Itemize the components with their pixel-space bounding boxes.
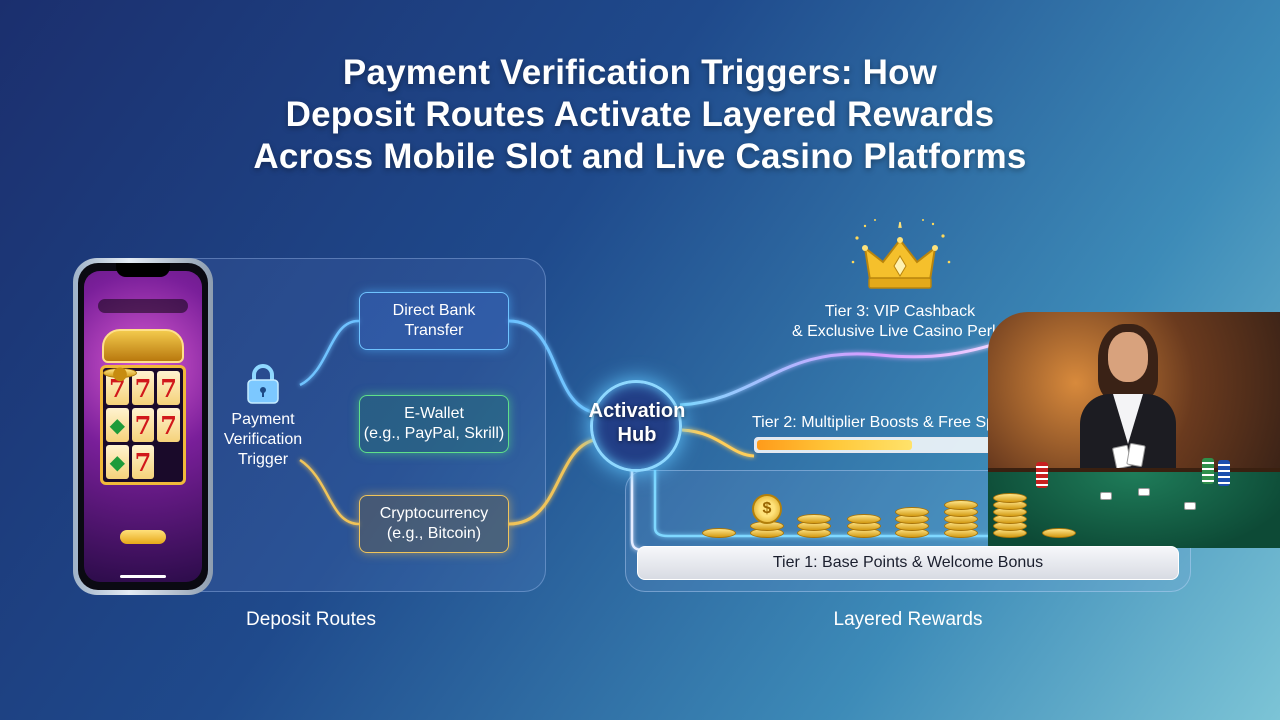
chip-stack [1218, 460, 1230, 486]
activation-hub-label: Activation Hub [570, 399, 704, 447]
mobile-slot-phone: 7 7 7 ◆ 7 ● 7 ◆ 7 [73, 258, 213, 595]
tier-2-label: Tier 2: Multiplier Boosts & Free Spins [752, 414, 1016, 431]
dollar-coin-icon: $ [752, 494, 782, 524]
trigger-line-1: Payment [231, 411, 295, 428]
tier-3-line-2: & Exclusive Live Casino Perks [791, 323, 1009, 340]
spin-button [120, 530, 166, 544]
flow-hub-to-tier2 [681, 428, 755, 458]
slot-reels: 7 7 7 ◆ 7 ● 7 ◆ 7 [100, 363, 186, 485]
lock-icon [247, 364, 279, 404]
route-ewallet-line-2: (e.g., PayPal, Skrill) [363, 425, 505, 442]
route-crypto-line-1: Cryptocurrency [379, 505, 489, 522]
playing-card [1100, 492, 1112, 500]
coin [847, 514, 881, 524]
reel-symbol-gem: ◆ [106, 408, 129, 442]
payment-verification-trigger-label: Payment Verification Trigger [208, 410, 318, 470]
live-casino-scene [988, 312, 1280, 548]
tier-2-progress-fill [757, 440, 912, 450]
title-line-2: Deposit Routes Activate Layered Rewards [285, 95, 995, 134]
trigger-line-3: Trigger [237, 451, 289, 468]
route-cryptocurrency: Cryptocurrency (e.g., Bitcoin) [359, 495, 509, 553]
hub-line-1: Activation [588, 400, 686, 422]
reel-symbol-coin: ● [103, 363, 137, 384]
tier-3-line-1: Tier 3: VIP Cashback [824, 303, 976, 320]
phone-home-bar [120, 575, 166, 578]
reel-symbol-seven: 7 [131, 408, 155, 442]
flow-crypto-to-hub [508, 438, 595, 526]
flow-trigger-to-crypto [299, 458, 360, 526]
deposit-routes-caption: Deposit Routes [246, 609, 376, 630]
flow-trigger-to-bank [299, 319, 360, 387]
tier-3-label: Tier 3: VIP Cashback & Exclusive Live Ca… [760, 302, 1040, 342]
trigger-line-2: Verification [223, 431, 303, 448]
reel-symbol-seven: 7 [131, 371, 155, 405]
coin [1042, 528, 1076, 538]
reel-symbol-seven: 7 [131, 445, 155, 479]
slot-header [102, 329, 184, 363]
reel-symbol-seven: 7 [157, 408, 180, 442]
route-ewallet-line-1: E-Wallet [404, 405, 464, 422]
flow-hub-to-coins [653, 470, 1120, 538]
playing-card [1184, 502, 1196, 510]
chip-stack [1202, 458, 1214, 484]
flow-hub-to-tier1 [630, 468, 645, 552]
route-e-wallet: E-Wallet (e.g., PayPal, Skrill) [359, 395, 509, 453]
phone-app-bar [98, 299, 188, 313]
title-line-3: Across Mobile Slot and Live Casino Platf… [253, 137, 1027, 176]
layered-rewards-caption: Layered Rewards [833, 609, 983, 630]
reel-symbol-seven: 7 [157, 371, 180, 405]
route-direct-bank-transfer: Direct Bank Transfer [359, 292, 509, 350]
coin [993, 493, 1027, 503]
coin [797, 514, 831, 524]
slot-machine-icon: 7 7 7 ◆ 7 ● 7 ◆ 7 [84, 271, 202, 582]
route-crypto-line-2: (e.g., Bitcoin) [386, 525, 482, 542]
crown-icon [851, 219, 951, 289]
flow-bank-to-hub [508, 319, 593, 414]
coin [895, 507, 929, 517]
page-title: Payment Verification Triggers: How Depos… [0, 52, 1280, 178]
route-bank-line-2: Transfer [404, 322, 464, 339]
title-line-1: Payment Verification Triggers: How [342, 53, 938, 92]
reel-symbol-gem: ◆ [106, 445, 129, 479]
route-bank-line-1: Direct Bank [392, 302, 476, 319]
coin [944, 500, 978, 510]
chip-stack [1036, 462, 1048, 488]
hub-line-2: Hub [617, 424, 657, 446]
phone-notch [116, 263, 170, 277]
tier-1-bar: Tier 1: Base Points & Welcome Bonus [637, 546, 1179, 580]
activation-hub-ring [590, 380, 682, 472]
coin [702, 528, 736, 538]
casino-table [988, 468, 1280, 548]
playing-card [1138, 488, 1150, 496]
dealer-head [1108, 332, 1148, 382]
tier-2-progress-bar [754, 437, 1010, 453]
